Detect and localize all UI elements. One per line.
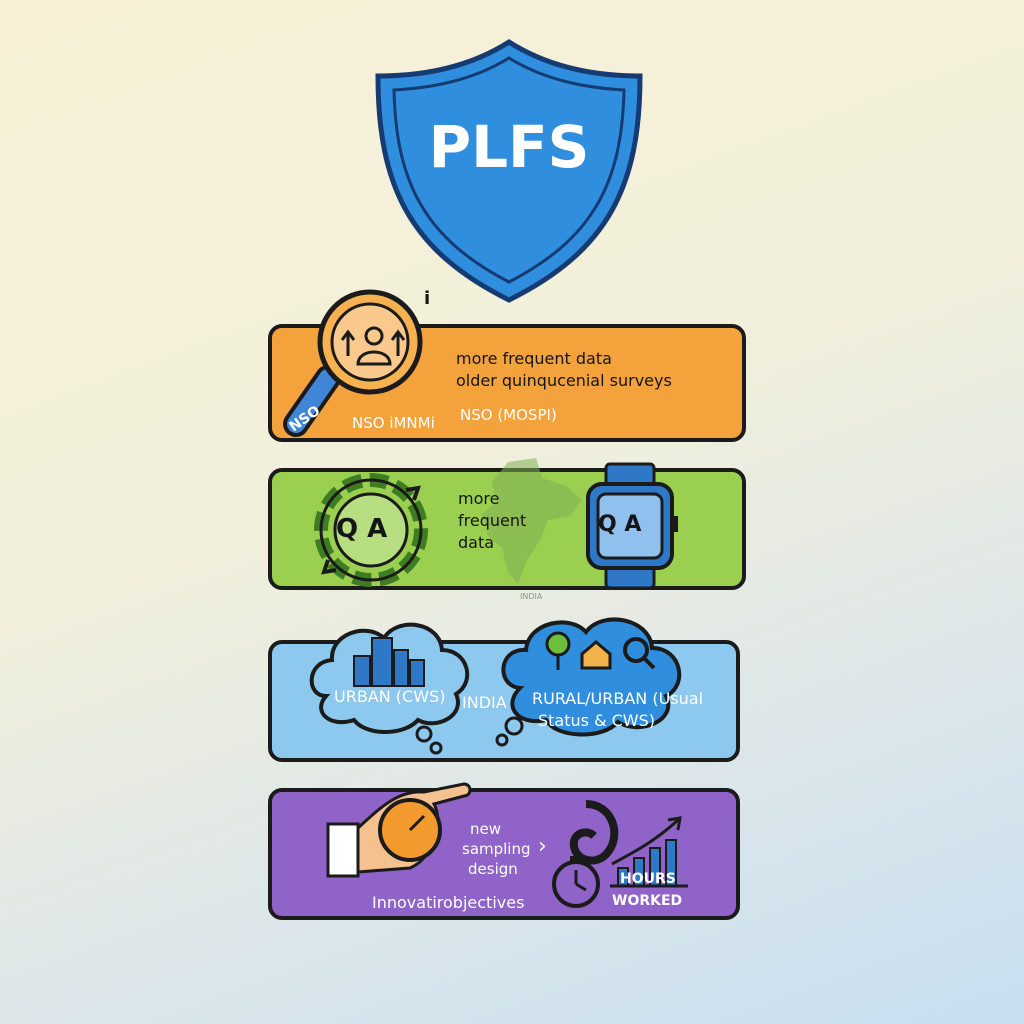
- gear-text: Q A: [336, 514, 388, 544]
- panel4-line1: new: [470, 820, 502, 838]
- shield-title: PLFS: [428, 113, 590, 181]
- panel4-bottom-left: Innovatirobjectives: [372, 893, 525, 912]
- spiral-stopwatch-icon: [552, 800, 619, 908]
- bar-chart-icon: [610, 816, 688, 888]
- hours-line2: WORKED: [612, 893, 683, 909]
- panel2-line3: data: [458, 533, 495, 552]
- panel2-line2: frequent: [458, 511, 527, 530]
- panel4-line3: design: [468, 860, 518, 878]
- smartwatch-icon: [586, 462, 678, 590]
- panel-objectives: [268, 788, 740, 920]
- rural-line1: RURAL/URBAN (Usual: [532, 689, 704, 708]
- panel1-line1: more frequent data: [456, 349, 612, 368]
- panel4-line2: sampling: [462, 840, 531, 858]
- info-dot: i: [424, 288, 431, 309]
- panel2-line1: more: [458, 489, 500, 508]
- rural-line2: Status & CWS): [538, 711, 656, 730]
- map-label: INDIA: [520, 592, 543, 601]
- plfs-shield: PLFS: [370, 36, 648, 306]
- center-label: INDIA: [462, 693, 507, 712]
- panel1-label-left: NSO iMNMi: [352, 414, 435, 432]
- magnifier-people-icon: [283, 289, 423, 437]
- hours-line1: HOURS: [620, 871, 676, 887]
- watch-text: Q A: [598, 512, 642, 537]
- urban-label: URBAN (CWS): [334, 687, 446, 706]
- panel1-label-right: NSO (MOSPI): [460, 406, 557, 424]
- gear-cycle-icon: [314, 473, 428, 587]
- panel4-arrow: ›: [538, 834, 547, 859]
- hand-stopwatch-icon: [326, 782, 472, 878]
- panel1-line2: older quinqucenial surveys: [456, 371, 672, 390]
- india-map-icon: [482, 458, 582, 584]
- urban-cloud-icon: [309, 622, 470, 755]
- rural-cloud-icon: [495, 617, 682, 747]
- shield-icon: [375, 39, 643, 303]
